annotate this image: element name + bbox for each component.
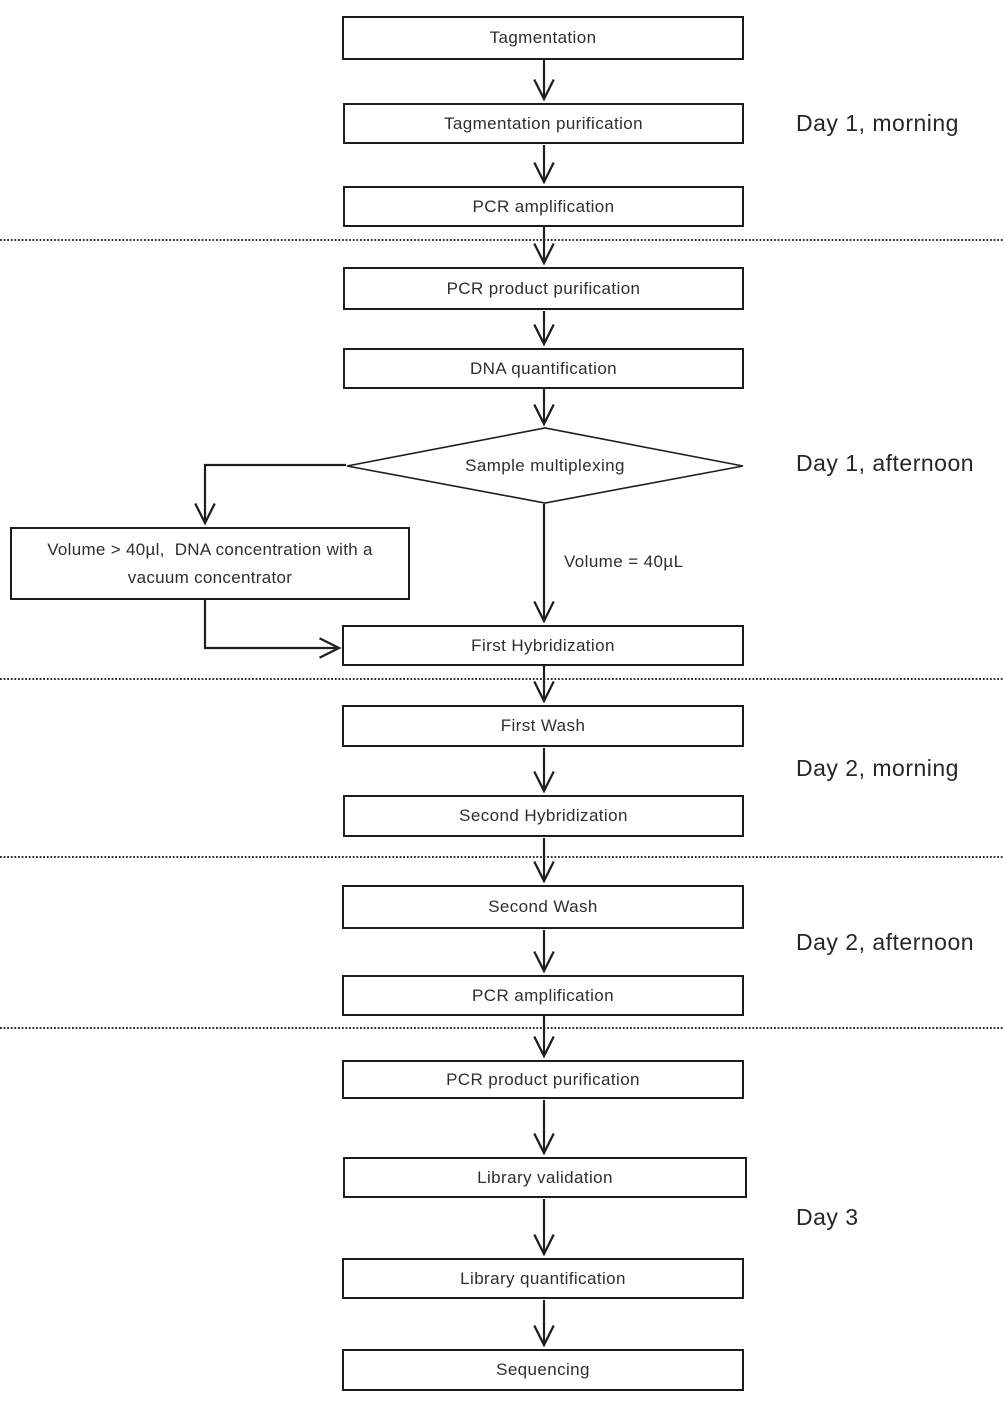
- node-second-wash: Second Wash: [342, 885, 744, 929]
- edge-label-volume-equal: Volume = 40µL: [564, 552, 684, 571]
- side-box-line2: vacuum concentrator: [127, 567, 293, 587]
- node-label: DNA quantification: [469, 358, 618, 378]
- node-label: Tagmentation: [489, 28, 597, 47]
- node-label: Library quantification: [460, 1268, 626, 1288]
- node-first-wash: First Wash: [342, 705, 744, 747]
- node-pcr-amplification-1: PCR amplification: [343, 186, 744, 227]
- node-label: PCR amplification: [472, 196, 615, 216]
- day-label-2-morning: Day 2, morning: [796, 755, 959, 781]
- node-label: Library validation: [477, 1167, 613, 1187]
- node-label: PCR product purification: [446, 1069, 640, 1089]
- decision-sample-multiplexing: Sample multiplexing: [397, 446, 693, 486]
- day-label-2-afternoon: Day 2, afternoon: [796, 929, 975, 955]
- node-pcr-product-purification-2: PCR product purification: [342, 1060, 744, 1099]
- day-label-3: Day 3: [796, 1204, 859, 1230]
- arrow-volume-box-to-first-hybridization: [203, 600, 342, 659]
- node-second-hybridization: Second Hybridization: [343, 795, 744, 837]
- node-label: Second Hybridization: [459, 806, 628, 825]
- node-dna-quantification: DNA quantification: [343, 348, 744, 389]
- node-pcr-amplification-2: PCR amplification: [342, 975, 744, 1016]
- node-pcr-product-purification-1: PCR product purification: [343, 267, 744, 310]
- decision-label: Sample multiplexing: [465, 456, 625, 475]
- node-label: Tagmentation purification: [443, 113, 643, 133]
- node-label: PCR amplification: [472, 985, 614, 1005]
- node-library-quantification: Library quantification: [342, 1258, 744, 1299]
- node-label: First Hybridization: [471, 635, 615, 655]
- node-tagmentation: Tagmentation: [342, 16, 744, 60]
- day-label-1-afternoon: Day 1, afternoon: [796, 450, 975, 476]
- node-label: PCR product purification: [446, 278, 641, 298]
- node-label: Sequencing: [496, 1360, 590, 1379]
- node-label: Second Wash: [488, 897, 598, 916]
- day-label-1-morning: Day 1, morning: [796, 110, 959, 136]
- side-box-line1: Volume > 40µl, DNA concentration with a: [47, 540, 373, 560]
- decision-diamond-shape: [346, 427, 744, 504]
- arrow-decision-to-volume-box: [194, 463, 346, 526]
- node-first-hybridization: First Hybridization: [342, 625, 744, 666]
- node-vacuum-concentrator: Volume > 40µl, DNA concentration with a …: [10, 527, 410, 600]
- node-tagmentation-purification: Tagmentation purification: [343, 103, 744, 144]
- node-label: First Wash: [500, 716, 586, 735]
- node-library-validation: Library validation: [343, 1157, 747, 1198]
- node-sequencing: Sequencing: [342, 1349, 744, 1391]
